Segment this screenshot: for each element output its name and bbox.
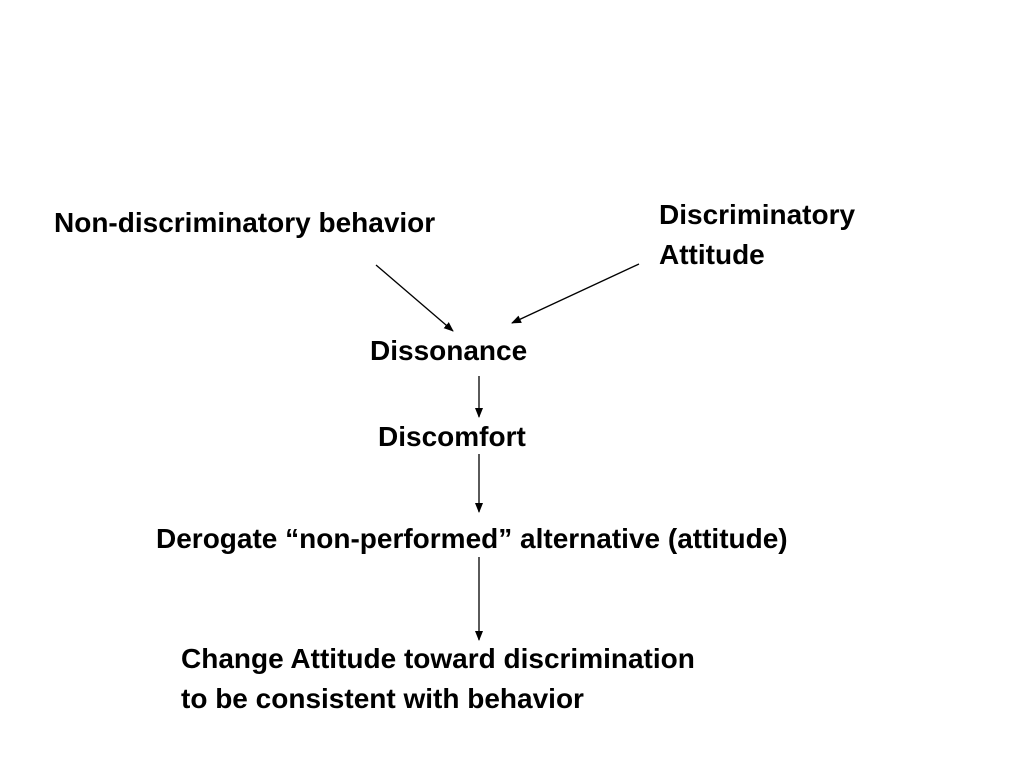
node-attitude-line-1: Discriminatory: [659, 199, 856, 230]
node-change-line-1: Change Attitude toward discrimination: [181, 643, 695, 674]
arrow-attitude-to-dissonance: [511, 263, 640, 324]
node-behavior-line-1: Non-discriminatory behavior: [54, 207, 436, 238]
arrow-behavior-to-dissonance: [375, 264, 454, 332]
node-change-attitude: Change Attitude toward discrimination to…: [181, 639, 695, 719]
node-change-line-2: to be consistent with behavior: [181, 683, 584, 714]
node-non-discriminatory-behavior: Non-discriminatory behavior: [54, 203, 435, 243]
node-derogate-line-1: Derogate “non-performed” alternative (at…: [156, 523, 788, 554]
node-discomfort-line-1: Discomfort: [378, 421, 526, 452]
node-discomfort: Discomfort: [378, 417, 526, 457]
node-dissonance: Dissonance: [370, 331, 527, 371]
node-dissonance-line-1: Dissonance: [370, 335, 528, 366]
node-attitude-line-2: Attitude: [659, 239, 765, 270]
node-discriminatory-attitude: Discriminatory Attitude: [659, 195, 855, 275]
node-derogate-alternative: Derogate “non-performed” alternative (at…: [156, 519, 788, 559]
